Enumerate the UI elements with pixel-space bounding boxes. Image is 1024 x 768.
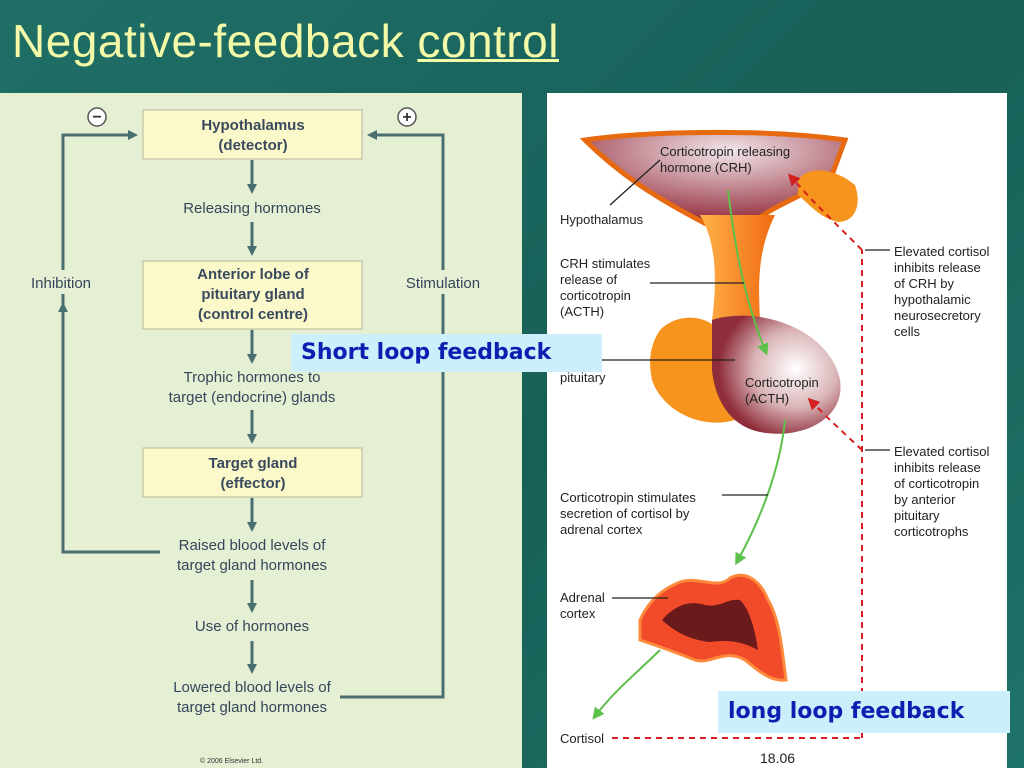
lowered-blood-label: Lowered blood levels of	[173, 679, 331, 696]
use-of-hormones-label: Use of hormones	[195, 618, 309, 635]
cortisol-arrow	[592, 649, 661, 720]
releasing-hormones-label: Releasing hormones	[183, 200, 321, 217]
hypothalamus-anat-label: Hypothalamus	[560, 212, 644, 227]
leader-hypothalamus	[609, 159, 661, 206]
elevated2-line1: Elevated cortisol	[894, 444, 989, 459]
elevated1-line2: inhibits release	[894, 260, 981, 275]
raised-hormones-label: target gland hormones	[177, 557, 327, 574]
effector-label: (effector)	[220, 475, 285, 492]
cortisol-label: Cortisol	[560, 731, 604, 746]
stimulation-loop	[340, 130, 445, 699]
hypothalamus-box	[142, 109, 363, 160]
crh-label-2: hormone (CRH)	[660, 160, 752, 175]
acth-stim-3: adrenal cortex	[560, 522, 643, 537]
control-centre-label: (control centre)	[198, 306, 308, 323]
acth-arrow	[735, 419, 786, 566]
minus-sign: −	[92, 109, 101, 126]
target-glands-label: target (endocrine) glands	[169, 389, 336, 406]
elevated1-line3: of CRH by	[894, 276, 954, 291]
lowered-hormones-label: target gland hormones	[177, 699, 327, 716]
elevated2-line2: inhibits release	[894, 460, 981, 475]
optic-chiasm	[798, 170, 858, 222]
feedback-lines	[612, 173, 863, 739]
plus-icon	[397, 107, 417, 127]
crh-stim-1: CRH stimulates	[560, 256, 651, 271]
title-underlined: control	[417, 15, 559, 67]
figure-number: 18.06	[760, 750, 796, 766]
title-main: Negative-feedback	[12, 15, 418, 67]
copyright-text: © 2006 Elsevier Ltd.	[200, 758, 264, 765]
acth-stim-2: secretion of cortisol by	[560, 506, 690, 521]
acth-label-1: Corticotropin	[745, 375, 819, 390]
acth-stim-1: Corticotropin stimulates	[560, 490, 696, 505]
flowchart-panel	[0, 93, 522, 768]
flowchart-diagram: Hypothalamus (detector) Anterior lobe of…	[30, 107, 481, 716]
elevated2-line6: corticotrophs	[894, 524, 969, 539]
adrenal-label-1: Adrenal	[560, 590, 605, 605]
slide-title: Negative-feedback control	[12, 14, 559, 68]
short-loop-feedback-callout: Short loop feedback	[291, 334, 602, 372]
crh-stim-2: release of	[560, 272, 617, 287]
feedback-to-pituitary	[807, 397, 863, 451]
pituitary-gland-label: pituitary gland	[201, 286, 304, 303]
elevated2-line5: pituitary	[894, 508, 940, 523]
long-loop-feedback-callout: long loop feedback	[718, 691, 1010, 733]
inhibition-label: Inhibition	[31, 275, 91, 292]
acth-label-2: (ACTH)	[745, 391, 789, 406]
leader-lines	[609, 159, 890, 599]
stimulation-label: Stimulation	[406, 275, 480, 292]
elevated1-line4: hypothalamic	[894, 292, 971, 307]
elevated2-line4: by anterior	[894, 492, 956, 507]
adrenal-medulla	[662, 599, 758, 650]
hypothalamus-label: Hypothalamus	[201, 117, 304, 134]
elevated1-line6: cells	[894, 324, 921, 339]
anterior-lobe-label: Anterior lobe of	[197, 266, 310, 283]
raised-blood-label: Raised blood levels of	[179, 537, 327, 554]
detector-label: (detector)	[218, 137, 287, 154]
plus-sign: +	[402, 109, 411, 126]
pituitary-label: pituitary	[560, 370, 606, 385]
adrenal-label-2: cortex	[560, 606, 596, 621]
crh-arrow	[727, 189, 769, 356]
trophic-hormones-label: Trophic hormones to	[183, 369, 320, 386]
crh-stim-3: corticotropin	[560, 288, 631, 303]
anterior-pituitary-box	[142, 260, 363, 330]
elevated1-line1: Elevated cortisol	[894, 244, 989, 259]
feedback-to-hypothalamus	[787, 173, 863, 251]
crh-label-1: Corticotropin releasing	[660, 144, 790, 159]
elevated1-line5: neurosecretory	[894, 308, 981, 323]
pituitary-stalk	[700, 215, 775, 320]
target-gland-label: Target gland	[209, 455, 298, 472]
target-gland-box	[142, 447, 363, 498]
elevated2-line3: of corticotropin	[894, 476, 979, 491]
crh-stim-4: (ACTH)	[560, 304, 604, 319]
minus-icon	[87, 107, 107, 127]
